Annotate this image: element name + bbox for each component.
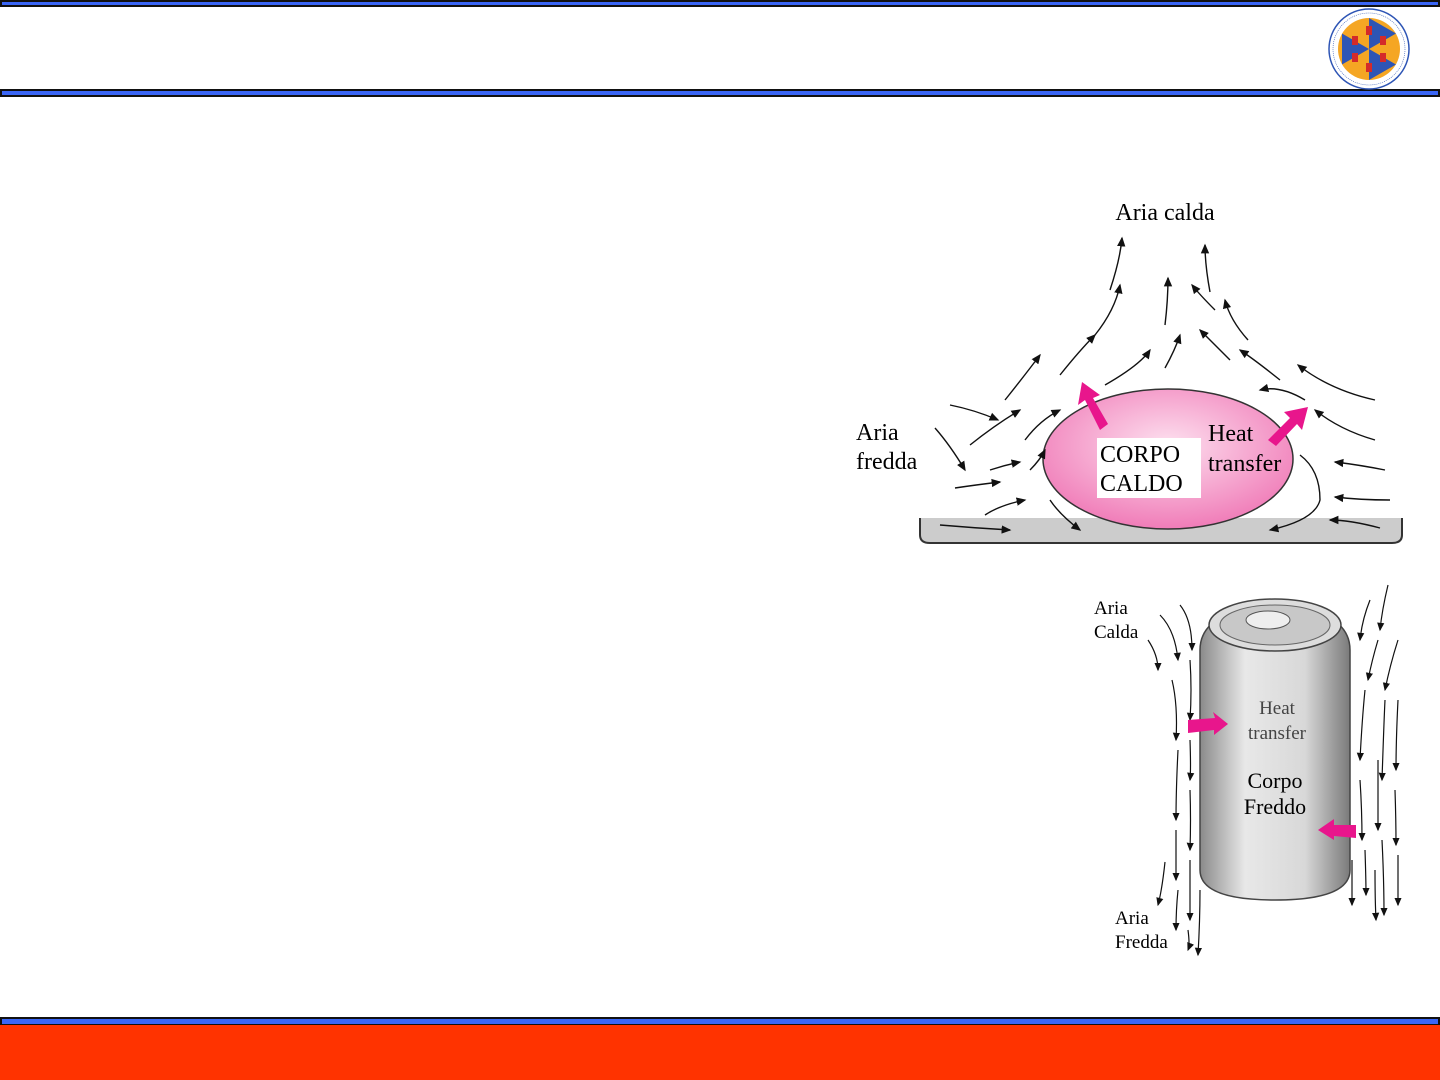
body-label: Corpo [1248, 768, 1303, 793]
university-seal-logo [1328, 8, 1410, 90]
body-label: CORPO [1100, 442, 1180, 468]
airflow-arrows [934, 236, 1391, 534]
hot-body-diagram: Aria calda Aria fredda CORPO CALDO Heat … [856, 200, 1403, 544]
hot-air-label: Aria calda [1115, 200, 1215, 226]
cold-air-label: Aria [856, 420, 899, 446]
body-label: Freddo [1244, 794, 1306, 819]
cold-can-diagram: Aria Calda Heat transfer Corpo Freddo Ar… [1094, 584, 1402, 957]
cold-air-label: fredda [856, 449, 918, 475]
header-bottom-bar [0, 89, 1440, 97]
heat-arrow-icon [1188, 712, 1228, 735]
hot-air-label: Calda [1094, 622, 1139, 643]
header-top-bar [0, 0, 1440, 7]
heat-transfer-label: Heat [1259, 698, 1296, 719]
heat-transfer-label: Heat [1208, 421, 1254, 447]
body-label: CALDO [1100, 471, 1183, 497]
cold-air-label: Fredda [1115, 932, 1168, 953]
footer-band [0, 1025, 1440, 1080]
heat-arrow-icon [1078, 382, 1108, 430]
heat-arrow-icon [1268, 407, 1308, 446]
heat-transfer-label: transfer [1208, 451, 1281, 477]
hot-air-label: Aria [1094, 598, 1128, 619]
heat-arrow-icon [1318, 819, 1356, 840]
cold-air-label: Aria [1115, 908, 1149, 929]
airflow-arrows [1147, 584, 1402, 957]
heat-transfer-label: transfer [1248, 723, 1307, 744]
